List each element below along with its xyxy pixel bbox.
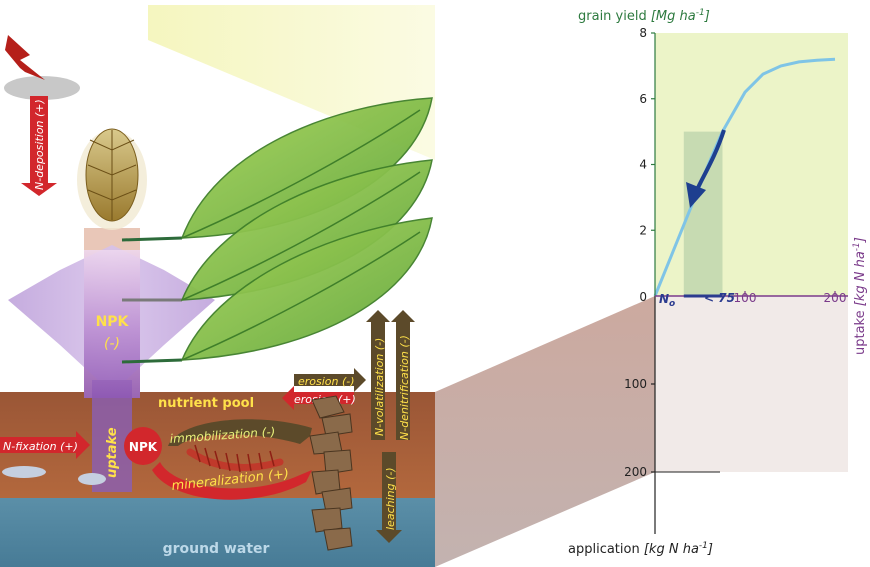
lt75-marker: < 75 — [704, 291, 735, 305]
n-volatilization-arrow: N-volatilization (-) — [366, 310, 390, 440]
npk-circle — [124, 427, 162, 465]
n-fixation-label: N-fixation (+) — [3, 440, 78, 453]
y-top-tick-label: 4 — [639, 158, 647, 172]
grain-yield-title: grain yield [Mg ha-1] — [578, 8, 710, 24]
erosion-minus-label: erosion (-) — [298, 375, 355, 388]
yield-curve — [653, 57, 836, 297]
n-denitrification-arrow: N-denitrification (-) — [391, 310, 415, 440]
nutrient-pool-label: nutrient pool — [158, 396, 254, 411]
y-top-tick-label: 2 — [639, 223, 647, 237]
projection-band — [435, 296, 655, 567]
x-top-tick-label: 100 — [734, 291, 757, 305]
lower-region — [655, 296, 848, 472]
n-deposition-label: N-deposition (+) — [33, 99, 46, 190]
leaf-petiole-3 — [121, 358, 183, 364]
npk-circle-label: NPK — [129, 440, 158, 454]
y-top-tick-label: 8 — [639, 26, 647, 40]
cloud-lightning-icon — [4, 35, 80, 100]
uptake-column — [92, 380, 132, 492]
npk-label: NPK — [96, 314, 130, 330]
erosion-minus-arrow: erosion (-) — [294, 368, 366, 392]
y-top-ticks: 8 6 4 2 — [639, 26, 655, 237]
y-bottom-ticks: 100 200 — [624, 377, 655, 479]
shaded-band-top — [683, 131, 723, 296]
n-deposition-arrow: N-deposition (+) — [21, 96, 57, 196]
y-bottom-tick-label: 100 — [624, 377, 647, 391]
n0-marker: No — [659, 292, 675, 309]
leaf-bottom — [180, 217, 433, 361]
ground-water-label: ground water — [163, 541, 270, 557]
chart-group: 8 6 4 2 100 200 100 200 0 No < 75 grain yield… — [568, 8, 868, 557]
x-top-ticks: 100 200 — [734, 291, 847, 305]
y-top-tick-label: 6 — [639, 92, 647, 106]
n-volatilization-label: N-volatilization (-) — [373, 338, 386, 436]
leaching-arrow: leaching (-) — [376, 452, 402, 543]
grain-ear-icon — [77, 128, 147, 230]
n-fixation-arrow: N-fixation (+) — [0, 431, 106, 485]
ground-water-layer — [0, 498, 435, 567]
soil-rock-column — [309, 395, 353, 551]
n-denitrification-label: N-denitrification (-) — [398, 335, 411, 440]
uptake-label: uptake — [105, 427, 120, 478]
leaching-label: leaching (-) — [384, 467, 397, 530]
npk-sign: (-) — [104, 336, 120, 352]
uptake-axis-title: uptake [kg N ha-1] — [852, 237, 868, 355]
origin-label: 0 — [639, 290, 647, 304]
application-axis-title: application [kg N ha-1] — [568, 541, 713, 557]
x-top-tick-label: 200 — [824, 291, 847, 305]
y-bottom-tick-label: 200 — [624, 465, 647, 479]
yield-arrow — [686, 129, 726, 208]
leaf-petiole-1 — [121, 236, 183, 242]
centipede-icon — [186, 444, 284, 473]
